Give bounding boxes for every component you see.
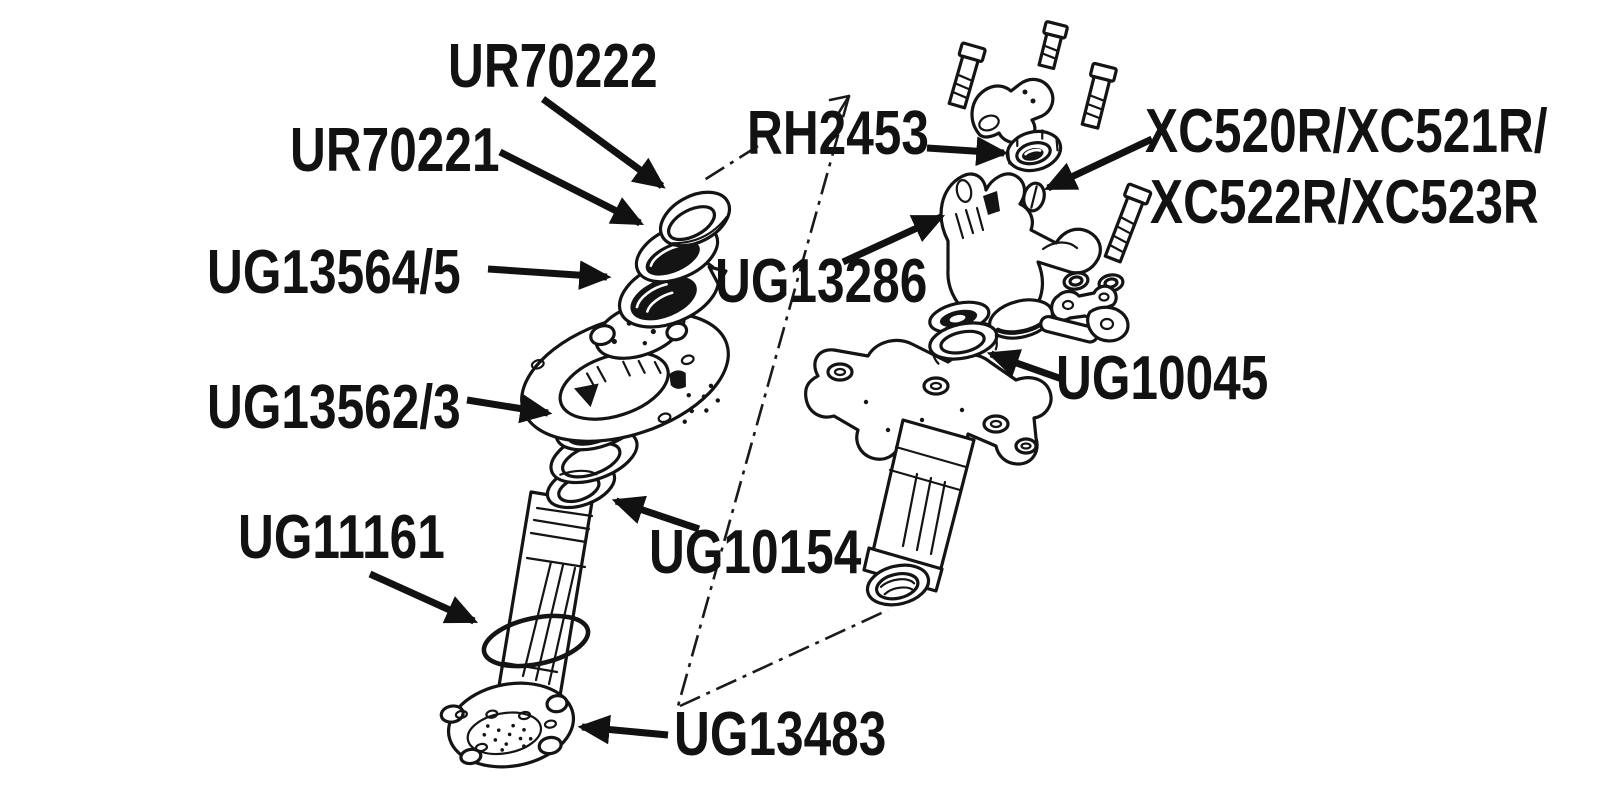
bearing-ug13564-5 [617, 257, 728, 329]
flange-stipple [482, 723, 533, 752]
bolt-icon [947, 41, 987, 110]
part-label-ug13286: UG13286 [715, 247, 928, 316]
hub-shaft-assembly [439, 190, 732, 769]
leader-dashdot-rh2453 [700, 144, 759, 184]
part-label-ug10154: UG10154 [649, 518, 862, 587]
part-label-ug13562-3: UG13562/3 [207, 373, 461, 442]
o-ring-ug11161 [481, 613, 591, 669]
flange-rim-stipple [682, 383, 720, 424]
arrow-xc520r [1043, 135, 1154, 192]
bolt-icon [1080, 61, 1118, 130]
arrow-ur70222 [540, 96, 666, 189]
bearing-seal-ug10045 [928, 300, 999, 365]
centre-line-arrowhead-icon [828, 94, 851, 116]
drive-flange-ug13483 [439, 681, 576, 769]
part-label-xc522r-xc523r: XC522R/XC523R [1150, 168, 1539, 237]
centre-line-to-stub-axle [679, 608, 889, 708]
castellated-nut-rh2453 [1005, 129, 1063, 173]
part-label-ug11161: UG11161 [238, 503, 445, 572]
arrow-ug10154 [611, 495, 701, 533]
part-label-rh2453: RH2453 [747, 99, 929, 168]
arrow-ug11161 [368, 570, 479, 625]
steering-arm-bracket [970, 77, 1055, 145]
part-label-ur70221: UR70221 [290, 116, 500, 185]
arrow-ug13286 [841, 213, 946, 266]
swivel-yoke-ug13286 [939, 172, 1102, 340]
lock-plate-parts [1039, 271, 1130, 344]
arrow-ug10045 [986, 349, 1064, 383]
part-label-ug13564-5: UG13564/5 [207, 238, 461, 307]
arrow-ug13564-5 [487, 260, 612, 290]
part-label-ur70222: UR70222 [448, 32, 658, 101]
arrow-ug13562-3 [466, 393, 553, 424]
arrow-rh2453 [926, 136, 1009, 166]
centre-line-main [676, 95, 851, 707]
arrow-ur70221 [498, 148, 645, 227]
seal-ring-ur70222 [658, 190, 732, 248]
part-label-ug13483: UG13483 [674, 700, 887, 769]
bolt-icon [1103, 182, 1153, 264]
stub-axle-shaft [862, 418, 976, 607]
hub-flange [520, 311, 730, 443]
callout-arrows [368, 96, 1154, 745]
construction-lines [676, 94, 889, 708]
bolt-icon [1037, 20, 1069, 71]
part-label-xc520r-xc521r: XC520R/XC521R/ [1145, 97, 1548, 166]
part-label-ug10045: UG10045 [1056, 344, 1269, 413]
arrow-ug13483 [577, 714, 669, 745]
